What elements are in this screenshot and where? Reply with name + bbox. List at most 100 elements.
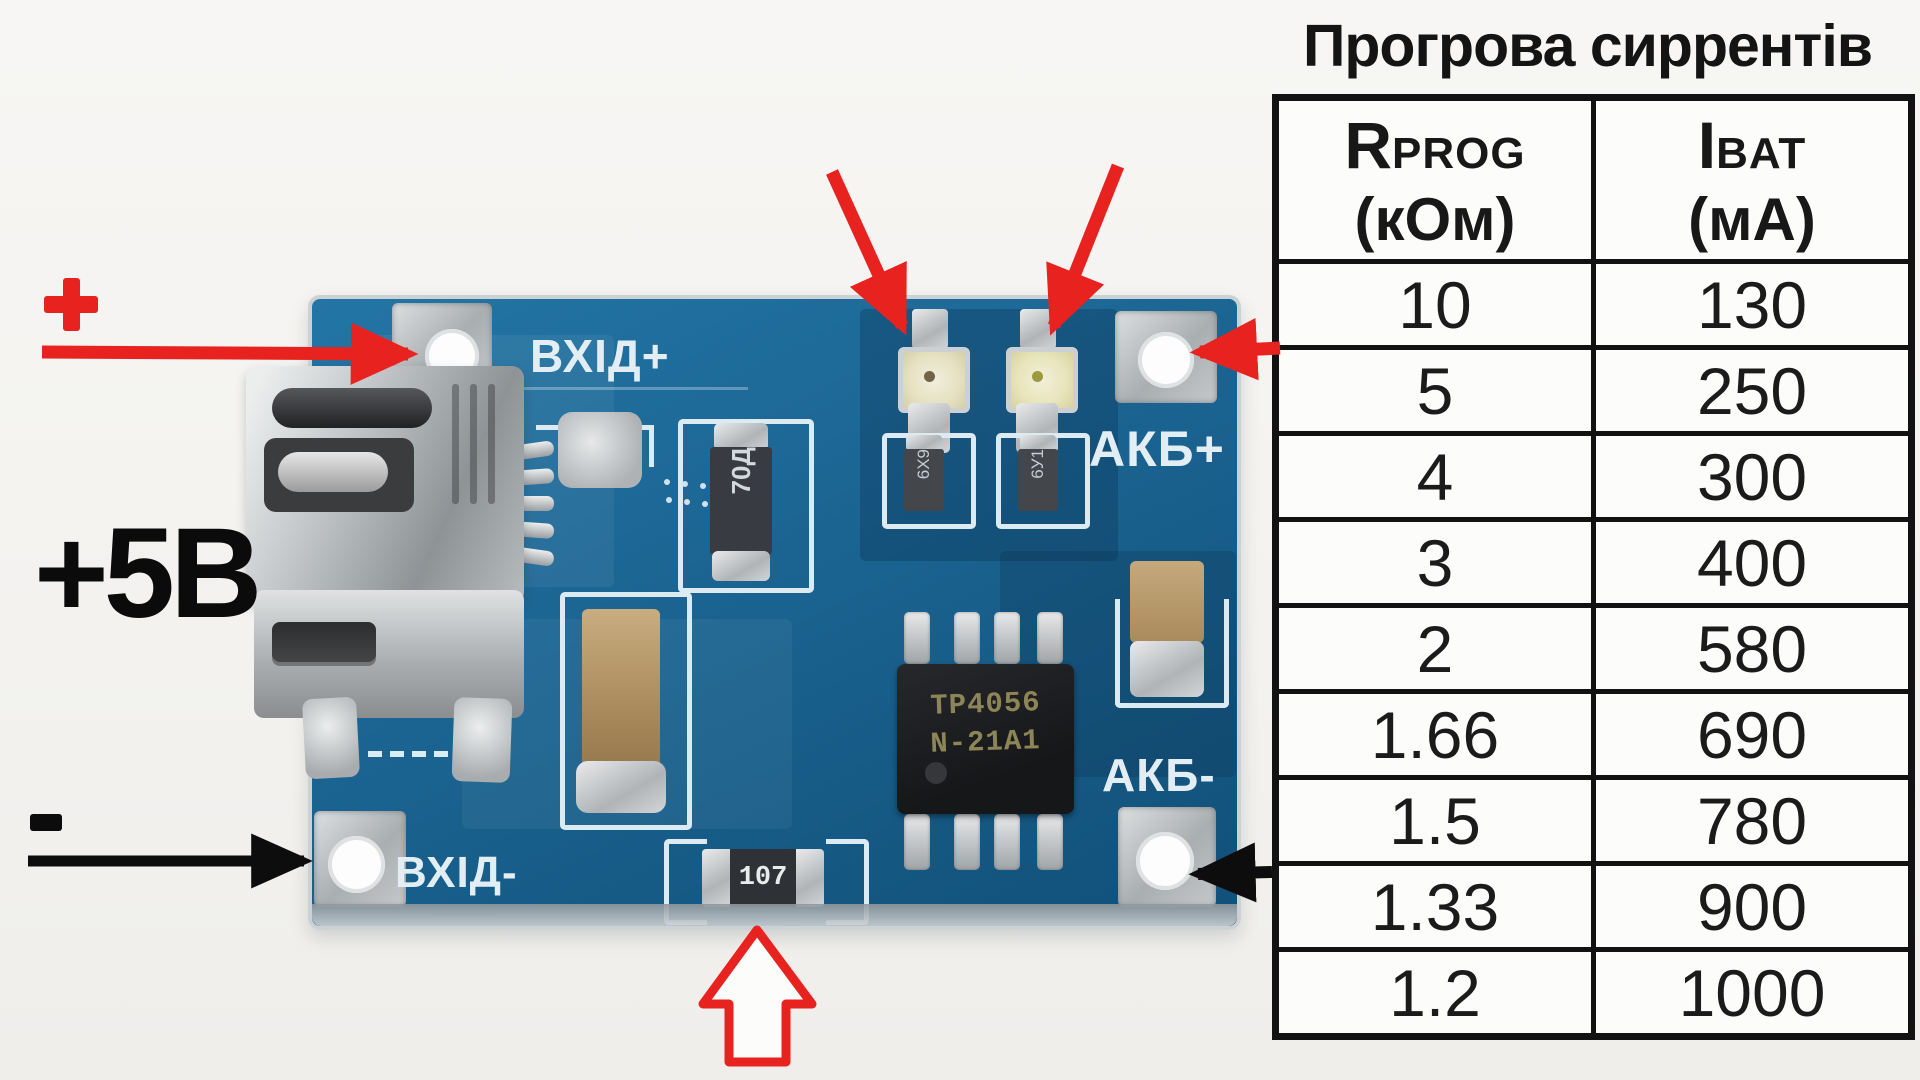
chip-leg: [904, 814, 930, 870]
silkscreen-label-battery-plus: АКБ+: [1089, 421, 1225, 477]
table-header-row: RPROG (кОм) IBAT (мА): [1273, 95, 1914, 264]
ibat-value: 300: [1591, 431, 1914, 522]
usb-ridge: [470, 384, 477, 504]
charge-led: [898, 347, 970, 413]
chip-leg: [1037, 612, 1063, 664]
full-led-die: [1032, 371, 1043, 382]
chip-leg: [994, 814, 1020, 870]
ibat-value: 690: [1591, 689, 1914, 780]
table-title: Прогрова сиррентів: [1302, 13, 1873, 79]
rprog-value: 3: [1273, 517, 1596, 608]
header-rprog-symbol: R: [1344, 107, 1393, 182]
pcb-bottom-edge: [312, 904, 1237, 926]
usb-slot: [272, 388, 432, 428]
plus-sign-vbar: [63, 278, 80, 331]
silkscreen-label-input-plus: ВХІД+: [530, 330, 670, 382]
header-rprog-subscript: PROG: [1392, 128, 1526, 178]
chip-leg: [904, 612, 930, 664]
ibat-value: 1000: [1591, 947, 1914, 1039]
mini-usb-connector: [246, 360, 646, 783]
rprog-pointer-arrow: [698, 925, 817, 1067]
silkscreen-dashed-line: [368, 751, 466, 757]
led-resistor-right-solder: [1020, 435, 1056, 451]
rprog-end-cap: [796, 849, 824, 907]
charge-led-clip-top: [912, 309, 948, 349]
ibat-value: 250: [1591, 345, 1914, 436]
rprog-value: 1.33: [1273, 861, 1596, 952]
rprog-value: 1.2: [1273, 947, 1596, 1039]
rprog-value: 4: [1273, 431, 1596, 522]
ibat-value: 780: [1591, 775, 1914, 866]
usb-slot-contact: [278, 452, 388, 492]
resistor-702-outline: [678, 419, 814, 593]
resistor-702: 70Д: [710, 447, 772, 555]
usb-opening: [272, 622, 376, 666]
usb-solder-pad: [558, 412, 642, 488]
usb-ridge: [452, 384, 459, 504]
rprog-value: 2: [1273, 603, 1596, 694]
rprog-marking: 107: [738, 863, 788, 893]
silkscreen-label-battery-minus: АКБ-: [1102, 749, 1216, 801]
capacitor-right-solder: [1130, 641, 1204, 697]
header-ibat-unit: (мА): [1688, 185, 1816, 253]
rprog-resistor: 107: [702, 849, 824, 907]
capacitor-right-outline: [1115, 599, 1229, 708]
capacitor-left-solder: [576, 761, 666, 813]
ibat-value: 130: [1591, 259, 1914, 350]
full-led-clip-top: [1020, 309, 1056, 349]
chip-leg: [954, 814, 980, 870]
led-resistor-left: 6Х9: [904, 449, 944, 511]
header-rprog: RPROG (кОм): [1273, 95, 1596, 264]
chip-pin1-dot: [925, 762, 947, 784]
charge-led-die: [924, 371, 935, 382]
mounting-hole-bottom-left: [328, 836, 385, 893]
chip-marking-line2: N-21A1: [929, 724, 1042, 761]
header-ibat-symbol: I: [1697, 107, 1717, 182]
usb-mount-tab: [451, 697, 513, 783]
led-resistor-right: 6У1: [1018, 449, 1058, 511]
capacitor-left: [582, 609, 660, 767]
led-resistor-right-marking: 6У1: [1028, 449, 1047, 479]
capacitor-right: [1130, 561, 1204, 643]
header-rprog-unit: (кОм): [1354, 185, 1516, 253]
resistor-702-marking: 70Д: [726, 447, 756, 495]
silkscreen-line: [649, 425, 654, 467]
rprog-body: 107: [730, 849, 796, 907]
minus-sign: [30, 814, 62, 831]
capacitor-left-outline: [560, 592, 692, 830]
led-resistor-left-marking: 6Х9: [914, 449, 933, 480]
chip-leg: [994, 612, 1020, 664]
rprog-value: 5: [1273, 345, 1596, 436]
led-resistor-left-solder: [906, 435, 942, 451]
mounting-hole-top-right: [1138, 332, 1194, 388]
header-ibat-subscript: BAT: [1716, 128, 1807, 178]
silkscreen-label-input-minus: ВХІД-: [395, 848, 518, 897]
tp4056-chip: TP4056 N-21A1: [897, 664, 1074, 814]
rprog-end-cap: [702, 849, 730, 907]
ibat-value: 400: [1591, 517, 1914, 608]
chip-leg: [954, 612, 980, 664]
chip-marking-line1: TP4056: [929, 686, 1042, 723]
usb-ridge: [488, 384, 495, 504]
pcb-trace: [408, 387, 748, 390]
rprog-value: 1.5: [1273, 775, 1596, 866]
header-ibat: IBAT (мА): [1591, 95, 1914, 264]
rprog-value: 10: [1273, 259, 1596, 350]
chip-leg: [1037, 814, 1063, 870]
supply-voltage-label: +5В: [34, 502, 262, 645]
ibat-value: 900: [1591, 861, 1914, 952]
ibat-value: 580: [1591, 603, 1914, 694]
mounting-hole-bottom-right: [1136, 832, 1194, 890]
usb-mount-tab: [301, 696, 361, 780]
